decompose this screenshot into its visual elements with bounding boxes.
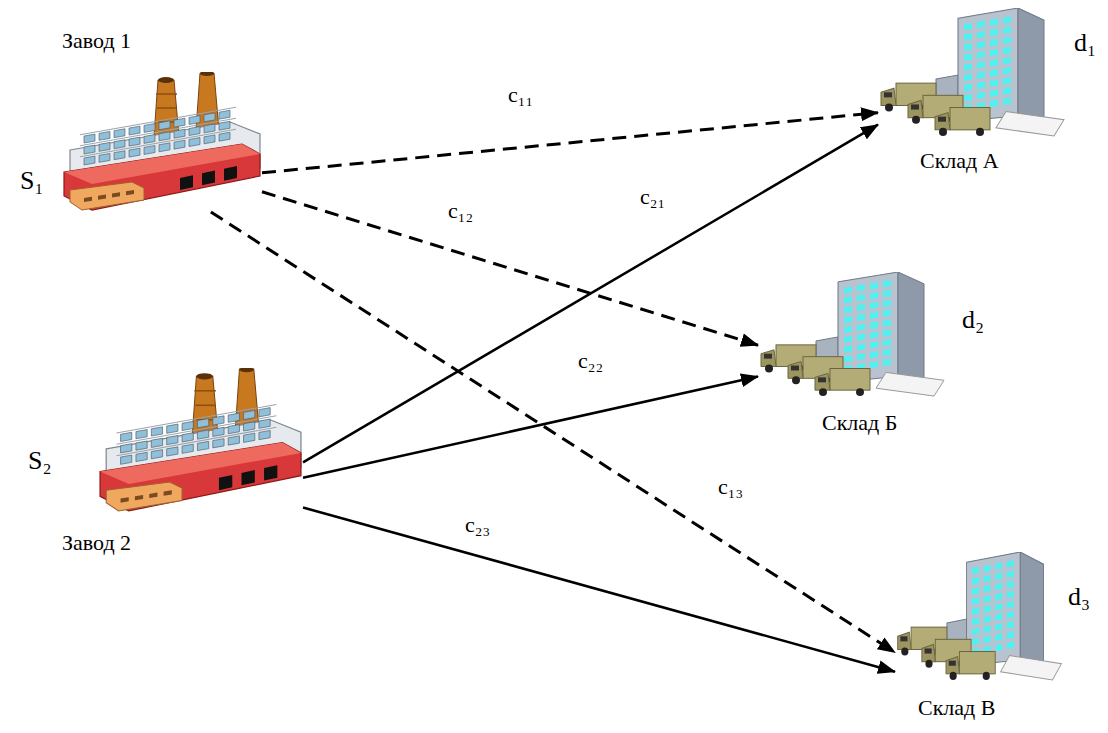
factory-node: S₂Завод 2: [98, 368, 303, 513]
supply-symbol: S₂: [28, 446, 52, 476]
warehouse-icon: [758, 272, 948, 400]
warehouse-name: Склад Б: [822, 410, 897, 435]
demand-symbol: d₂: [962, 305, 984, 335]
plant-name: Завод 2: [62, 530, 131, 555]
cost-label: c₂₂: [575, 348, 606, 373]
solid-route: [303, 507, 895, 671]
solid-route: [303, 125, 878, 463]
warehouse-icon: [878, 8, 1068, 140]
dashed-route: [262, 192, 758, 345]
factory-icon: [62, 72, 262, 212]
demand-symbol: d₃: [1068, 582, 1090, 612]
supply-symbol: S₁: [20, 166, 44, 196]
warehouse-node: Склад Бd₂: [758, 272, 948, 400]
truck-drawing: [935, 108, 990, 136]
factory-drawing: [64, 72, 260, 210]
solid-route: [303, 377, 758, 478]
plant-name: Завод 1: [62, 28, 131, 53]
cost-label: c₂₃: [462, 512, 493, 537]
warehouse-name: Склад А: [920, 148, 999, 173]
warehouse-node: Склад Вd₃: [895, 552, 1065, 684]
factory-icon: [98, 368, 303, 513]
factory-node: Завод 1S₁: [62, 72, 262, 212]
factory-drawing: [100, 368, 301, 511]
truck-drawing: [815, 368, 870, 396]
warehouse-drawing: [898, 552, 1062, 680]
dashed-route: [211, 212, 895, 652]
cost-label: c₁₃: [715, 474, 746, 499]
warehouse-icon: [895, 552, 1065, 684]
warehouse-node: Склад Аd₁: [878, 8, 1068, 140]
warehouse-drawing: [761, 272, 944, 396]
warehouse-drawing: [881, 8, 1064, 136]
cost-label: c₂₁: [637, 184, 668, 209]
cost-label: c₁₁: [505, 82, 536, 107]
truck-drawing: [946, 652, 995, 680]
demand-symbol: d₁: [1074, 28, 1096, 58]
dashed-route: [262, 113, 878, 173]
warehouse-name: Склад В: [918, 695, 995, 720]
cost-label: c₁₂: [445, 198, 476, 223]
